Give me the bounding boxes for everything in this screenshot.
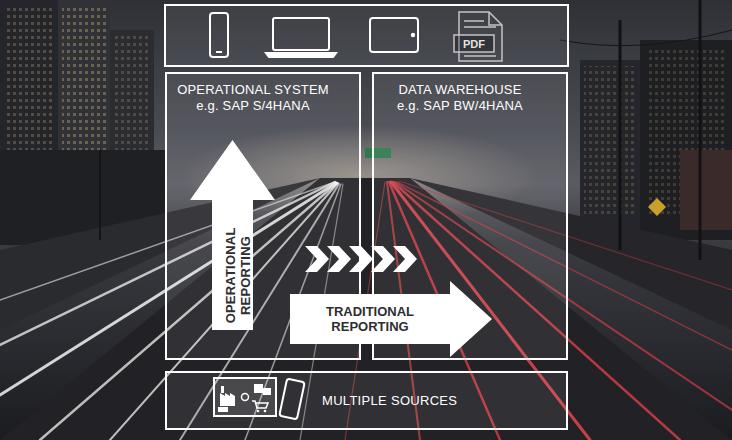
- pdf-icon-part: [464, 55, 496, 57]
- pdf-icon: [454, 12, 502, 61]
- arrow-label: TRADITIONAL REPORTING: [290, 304, 450, 334]
- panel-subtitle: e.g. SAP BW/4HANA: [380, 98, 540, 114]
- pdf-icon-part: [454, 35, 494, 52]
- buildings-part: [584, 66, 636, 216]
- icon-label: PDF: [454, 35, 494, 52]
- pdf-icon-part: [464, 20, 484, 22]
- panel-subtitle: e.g. SAP S/4HANA: [173, 98, 333, 114]
- right-arrow: TRADITIONAL REPORTING: [290, 281, 492, 357]
- panel-title: MULTIPLE SOURCES: [322, 393, 457, 408]
- text-group: DATA WAREHOUSEe.g. SAP BW/4HANA: [374, 74, 566, 114]
- road-part: [0, 178, 732, 440]
- buildings-part: [58, 0, 110, 160]
- device-icons-part: [210, 13, 228, 57]
- street-furniture-part: [619, 20, 622, 250]
- text-group: MULTIPLE SOURCES: [167, 373, 566, 428]
- device-icons-part: [266, 53, 336, 57]
- device-icons: [210, 13, 418, 57]
- devices-panel-part: [165, 5, 568, 66]
- street-furniture-part: [99, 150, 101, 240]
- buildings-part: [580, 60, 640, 230]
- buildings-part: [62, 4, 106, 154]
- street-furniture-part: [560, 30, 732, 46]
- arrow-fill: [290, 281, 492, 357]
- up-arrow: OPERATIONAL REPORTING: [190, 140, 275, 330]
- pdf-icon-part: [464, 26, 496, 28]
- device-icons-part: [273, 18, 329, 50]
- pdf-icon-part: [489, 12, 502, 25]
- devices-panel: [165, 5, 568, 66]
- buildings-part: [640, 40, 732, 240]
- device-icons-part: [412, 34, 414, 36]
- text-group: OPERATIONAL REPORTING: [212, 203, 253, 327]
- road: [0, 178, 732, 440]
- text-group: TRADITIONAL REPORTING: [290, 294, 450, 344]
- arrow-fill: [190, 140, 275, 330]
- device-icons-part: [370, 18, 418, 52]
- light-trails: [0, 181, 732, 440]
- street-furniture-part: [648, 198, 666, 216]
- panel-title: OPERATIONAL SYSTEM: [173, 82, 333, 98]
- text-group: OPERATIONAL SYSTEMe.g. SAP S/4HANA: [167, 74, 359, 114]
- device-icons-part: [216, 51, 222, 53]
- panel-title: DATA WAREHOUSE: [380, 82, 540, 98]
- arrow-label: OPERATIONAL REPORTING: [222, 227, 252, 323]
- sources-panel: MULTIPLE SOURCES: [165, 371, 568, 430]
- street-furniture-part: [699, 0, 702, 260]
- buildings-part: [680, 150, 732, 230]
